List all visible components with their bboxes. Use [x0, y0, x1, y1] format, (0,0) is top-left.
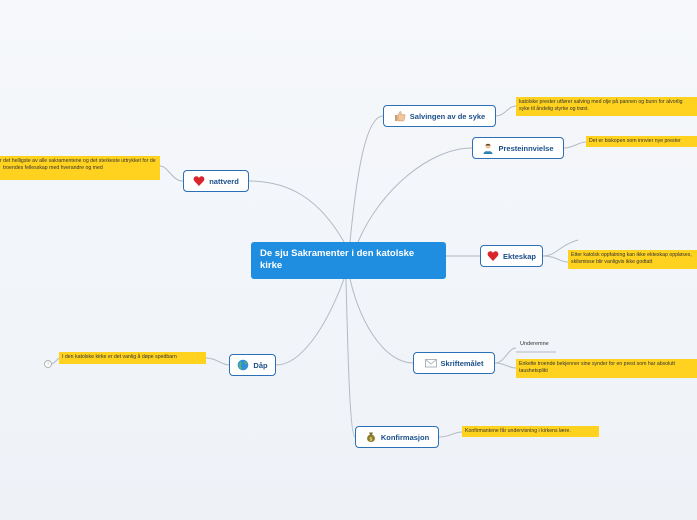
- link-note-konfirmasjon: [438, 431, 463, 438]
- note-nattverd[interactable]: er det helligste av alle sakramentene og…: [0, 156, 160, 180]
- topic-presteinnvielse[interactable]: Presteinnvielse: [472, 137, 564, 159]
- link-skriftemal: [349, 278, 414, 364]
- topic-salving[interactable]: Salvingen av de syke: [383, 105, 496, 127]
- topic-ekteskap[interactable]: Ekteskap: [480, 245, 543, 267]
- collapse-toggle[interactable]: i: [44, 360, 52, 368]
- note-skriftemal-title[interactable]: Underemne: [520, 341, 549, 347]
- topic-salving-label: Salvingen av de syke: [409, 111, 486, 121]
- money-bag-icon: $: [365, 431, 377, 443]
- link-nattverd: [248, 180, 345, 243]
- link-note-skriftemal-2: [494, 362, 517, 369]
- note-salving[interactable]: katolske prester utfører salving med olj…: [516, 97, 697, 116]
- topic-ekteskap-label: Ekteskap: [503, 251, 536, 261]
- topic-nattverd[interactable]: nattverd: [183, 170, 249, 192]
- link-note-ekteskap-2: [542, 255, 569, 263]
- topic-skriftemal-label: Skriftemålet: [440, 358, 484, 368]
- link-salving: [349, 115, 384, 243]
- note-skriftemal[interactable]: Enkelte troende bekjenner sine synder fo…: [516, 359, 697, 378]
- link-note-presteinnvielse: [563, 141, 587, 149]
- globe-icon: [237, 359, 249, 371]
- thumbs-up-icon: [394, 110, 406, 122]
- link-note-dap: [205, 357, 230, 366]
- svg-text:$: $: [369, 436, 372, 442]
- note-ekteskap[interactable]: Etter katolsk oppfatning kan ikke ektesk…: [568, 250, 697, 269]
- topic-dap-label: Dåp: [253, 360, 268, 370]
- link-dap-collapse: [51, 357, 60, 365]
- topic-konfirmasjon[interactable]: $ Konfirmasjon: [355, 426, 439, 448]
- topic-presteinnvielse-label: Presteinnvielse: [498, 143, 554, 153]
- topic-nattverd-label: nattverd: [209, 176, 239, 186]
- topic-skriftemal[interactable]: Skriftemålet: [413, 352, 495, 374]
- link-note-skriftemal-1: [494, 347, 517, 364]
- link-dap: [275, 278, 345, 366]
- note-konfirmasjon[interactable]: Konfirmantene får undervisning i kirkens…: [462, 426, 599, 437]
- link-presteinnvielse: [357, 147, 473, 243]
- central-topic[interactable]: De sju Sakramenter i den katolske kirke: [251, 242, 446, 279]
- central-topic-label: De sju Sakramenter i den katolske kirke: [260, 248, 415, 271]
- link-note-nattverd: [159, 165, 184, 182]
- topic-dap[interactable]: Dåp: [229, 354, 276, 376]
- priest-icon: [482, 142, 494, 154]
- note-presteinnvielse[interactable]: Det er biskopen som innvier nye prester: [586, 136, 697, 147]
- topic-konfirmasjon-label: Konfirmasjon: [380, 432, 430, 442]
- heart-icon: [193, 175, 205, 187]
- link-konfirmasjon: [345, 278, 356, 438]
- heart-icon: [487, 250, 499, 262]
- link-note-salving: [495, 105, 517, 117]
- note-dap[interactable]: I den katolske kirke er det vanlig å døp…: [59, 352, 206, 364]
- envelope-icon: [424, 357, 437, 369]
